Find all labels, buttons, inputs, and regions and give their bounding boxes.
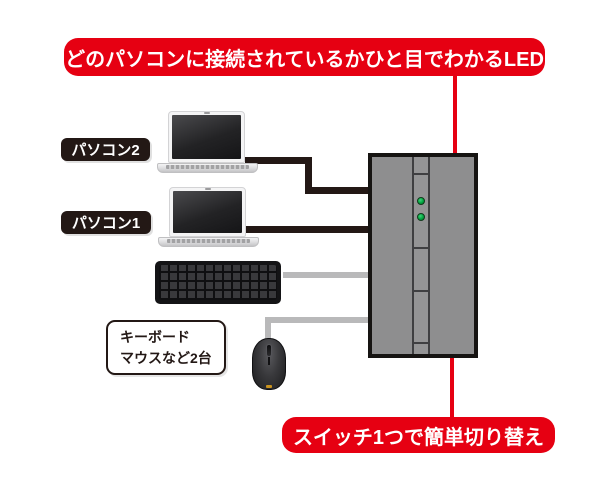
led-pointer-line-vertical xyxy=(453,76,457,208)
mouse-button-split xyxy=(268,357,270,365)
cable-mouse-horizontal xyxy=(265,317,368,323)
label-peripherals: キーボード マウスなど2台 xyxy=(106,320,226,375)
cable-mouse-vertical xyxy=(265,317,271,340)
laptop-1-camera xyxy=(204,188,211,190)
channel-divider xyxy=(414,290,428,292)
cable-keyboard xyxy=(283,272,368,278)
callout-led-banner: どのパソコンに接続されているかひと目でわかるLED xyxy=(64,38,545,76)
callout-led-text: どのパソコンに接続されているかひと目でわかるLED xyxy=(65,48,544,71)
keyboard xyxy=(155,261,281,304)
laptop-2 xyxy=(157,110,258,174)
cable-pc1 xyxy=(244,226,368,233)
laptop-2-base xyxy=(157,163,258,173)
cable-pc2-segment1 xyxy=(245,157,312,164)
laptop-1-base xyxy=(158,237,259,247)
led-indicator-2 xyxy=(417,213,425,221)
callout-switch-banner: スイッチ1つで簡単切り替え xyxy=(282,417,555,453)
led-indicator-1 xyxy=(417,197,425,205)
label-pc1-text: パソコン1 xyxy=(71,215,141,232)
mouse-scroll-wheel xyxy=(266,344,272,357)
cable-pc2-segment2 xyxy=(305,157,312,194)
cable-pc2-segment3 xyxy=(305,187,368,194)
label-peripherals-line2: マウスなど2台 xyxy=(120,349,212,366)
laptop-2-camera xyxy=(203,112,210,114)
laptop-1-screen xyxy=(169,187,246,237)
label-pc2: パソコン2 xyxy=(61,138,150,161)
kvm-front-channel xyxy=(412,157,430,354)
laptop-2-screen xyxy=(168,111,245,163)
label-pc1: パソコン1 xyxy=(61,211,151,234)
channel-divider xyxy=(414,173,428,175)
laptop-2-display-panel xyxy=(172,115,241,159)
mouse xyxy=(252,338,286,390)
laptop-1-keyboard-deck xyxy=(167,239,250,243)
mouse-light xyxy=(266,385,272,388)
channel-divider xyxy=(414,342,428,344)
label-pc2-text: パソコン2 xyxy=(71,142,140,159)
laptop-1-display-panel xyxy=(173,191,242,233)
channel-divider xyxy=(414,247,428,249)
kvm-switch xyxy=(368,153,478,358)
callout-switch-text: スイッチ1つで簡単切り替え xyxy=(292,426,545,449)
switch-pointer-line-vertical xyxy=(450,312,454,417)
label-peripherals-line1: キーボード xyxy=(120,329,190,346)
keyboard-keys xyxy=(159,265,277,300)
laptop-2-keyboard-deck xyxy=(166,165,249,169)
laptop-1 xyxy=(158,186,259,249)
